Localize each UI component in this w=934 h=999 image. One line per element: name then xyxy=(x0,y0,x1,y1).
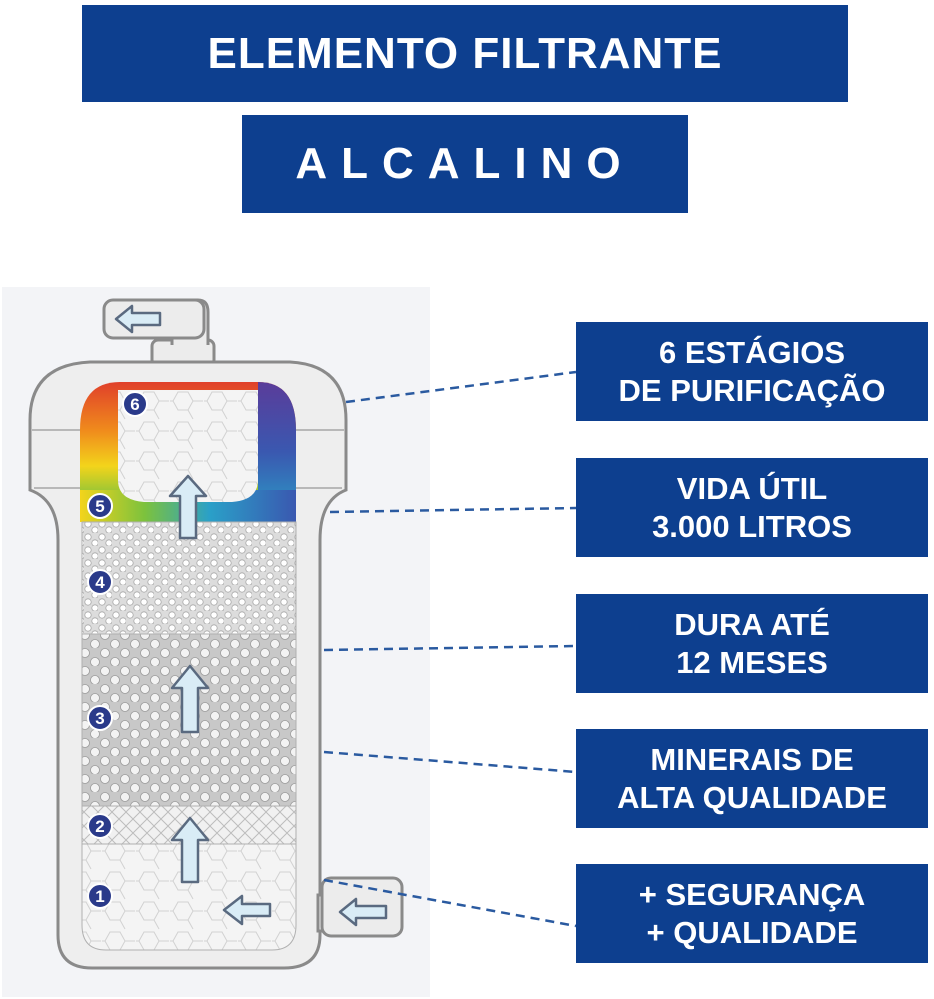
info-box-minerals: MINERAIS DE ALTA QUALIDADE xyxy=(576,729,928,828)
page-subtitle: ALCALINO xyxy=(295,139,635,188)
stage-badge-2: 2 xyxy=(87,813,113,839)
stage-4-chamber xyxy=(81,521,297,635)
stage-number: 6 xyxy=(130,395,139,414)
flow-arrow-icon xyxy=(114,304,388,927)
info-box-line: VIDA ÚTIL xyxy=(676,470,828,506)
stage-badge-6: 6 xyxy=(122,391,148,417)
info-box-line: 12 MESES xyxy=(676,644,828,680)
title-banner: ELEMENTO FILTRANTE xyxy=(82,5,848,102)
stage-number: 4 xyxy=(95,573,105,592)
stage-badge-1: 1 xyxy=(87,883,113,909)
stage-number: 5 xyxy=(95,497,104,516)
info-box-line: + QUALIDADE xyxy=(646,914,858,950)
info-box-line: 3.000 LITROS xyxy=(652,508,852,544)
stage-badge-4: 4 xyxy=(87,569,113,595)
info-box-line: MINERAIS DE xyxy=(650,741,854,777)
info-box-line: ALTA QUALIDADE xyxy=(617,779,887,815)
info-box-quality: + SEGURANÇA + QUALIDADE xyxy=(576,864,928,963)
subtitle-banner: ALCALINO xyxy=(242,115,688,213)
stage-badge-5: 5 xyxy=(87,493,113,519)
stage-number: 3 xyxy=(95,709,104,728)
page-title: ELEMENTO FILTRANTE xyxy=(207,28,723,78)
info-box-line: DE PURIFICAÇÃO xyxy=(618,372,886,408)
stage-number: 1 xyxy=(95,887,104,906)
info-box-stages: 6 ESTÁGIOS DE PURIFICAÇÃO xyxy=(576,322,928,421)
connector-lines xyxy=(323,370,577,928)
info-box-line: DURA ATÉ xyxy=(674,606,830,642)
stage-badge-3: 3 xyxy=(87,705,113,731)
info-box-line: + SEGURANÇA xyxy=(638,876,866,912)
stage-number: 2 xyxy=(95,817,104,836)
info-box-lifespan: VIDA ÚTIL 3.000 LITROS xyxy=(576,458,928,557)
info-box-duration: DURA ATÉ 12 MESES xyxy=(576,594,928,693)
info-box-line: 6 ESTÁGIOS xyxy=(658,334,846,370)
